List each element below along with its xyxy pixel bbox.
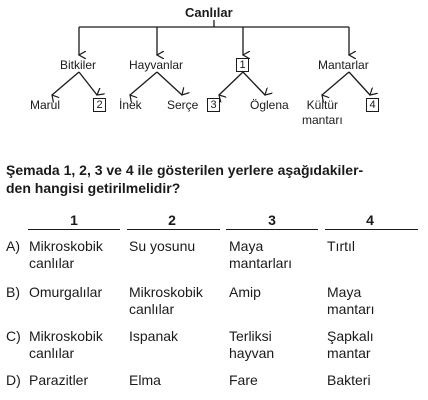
tree-lines bbox=[0, 20, 428, 160]
option-a-cell-4: Tırtıl bbox=[327, 238, 355, 254]
leaf-kultur-mantari: Kültür mantarı bbox=[302, 98, 343, 127]
placeholder-box-1: 1 bbox=[236, 58, 249, 72]
option-a-label[interactable]: A) bbox=[6, 238, 20, 254]
column-header-1: 1 bbox=[70, 212, 78, 228]
leaf-marul: Marul bbox=[30, 98, 61, 112]
branch-bitkiler: Bitkiler bbox=[60, 58, 97, 72]
column-header-2: 2 bbox=[168, 212, 176, 228]
leaf-oglena: Öglena bbox=[250, 98, 289, 112]
placeholder-box-4: 4 bbox=[366, 98, 379, 112]
placeholder-box-2: 2 bbox=[93, 98, 106, 112]
placeholder-box-3: 3 bbox=[207, 98, 220, 112]
leaf-inek: İnek bbox=[119, 98, 142, 112]
option-c-cell-2: Ispanak bbox=[129, 328, 179, 344]
header-rule-2 bbox=[127, 229, 220, 230]
branch-mantarlar: Mantarlar bbox=[318, 58, 369, 72]
option-c-label[interactable]: C) bbox=[6, 328, 21, 344]
option-d-cell-4: Bakteri bbox=[327, 372, 371, 388]
option-d-cell-1: Parazitler bbox=[29, 372, 89, 388]
option-a-cell-1: Mikroskobik canlılar bbox=[29, 238, 103, 271]
column-header-4: 4 bbox=[366, 212, 374, 228]
option-d-cell-3: Fare bbox=[229, 372, 258, 388]
header-rule-4 bbox=[325, 229, 418, 230]
option-b-label[interactable]: B) bbox=[6, 284, 20, 300]
option-b-cell-2: Mikroskobik canlılar bbox=[129, 284, 203, 317]
option-d-label[interactable]: D) bbox=[6, 372, 21, 388]
question-text: Şemada 1, 2, 3 ve 4 ile gösterilen yerle… bbox=[6, 162, 364, 196]
option-c-cell-3: Terliksi hayvan bbox=[229, 328, 275, 361]
header-rule-3 bbox=[226, 229, 318, 230]
header-rule-1 bbox=[28, 229, 120, 230]
option-c-cell-4: Şapkalı mantar bbox=[327, 328, 374, 361]
column-header-3: 3 bbox=[268, 212, 276, 228]
leaf-serce: Serçe bbox=[167, 98, 199, 112]
option-b-cell-4: Maya mantarı bbox=[327, 284, 375, 317]
option-c-cell-1: Mikroskobik canlılar bbox=[29, 328, 103, 361]
option-b-cell-3: Amip bbox=[229, 284, 261, 300]
branch-hayvanlar: Hayvanlar bbox=[129, 58, 184, 72]
option-b-cell-1: Omurgalılar bbox=[29, 284, 103, 300]
option-a-cell-2: Su yosunu bbox=[129, 238, 196, 254]
option-d-cell-2: Elma bbox=[129, 372, 161, 388]
diagram-root: Canlılar bbox=[185, 5, 233, 20]
option-a-cell-3: Maya mantarları bbox=[229, 238, 293, 271]
